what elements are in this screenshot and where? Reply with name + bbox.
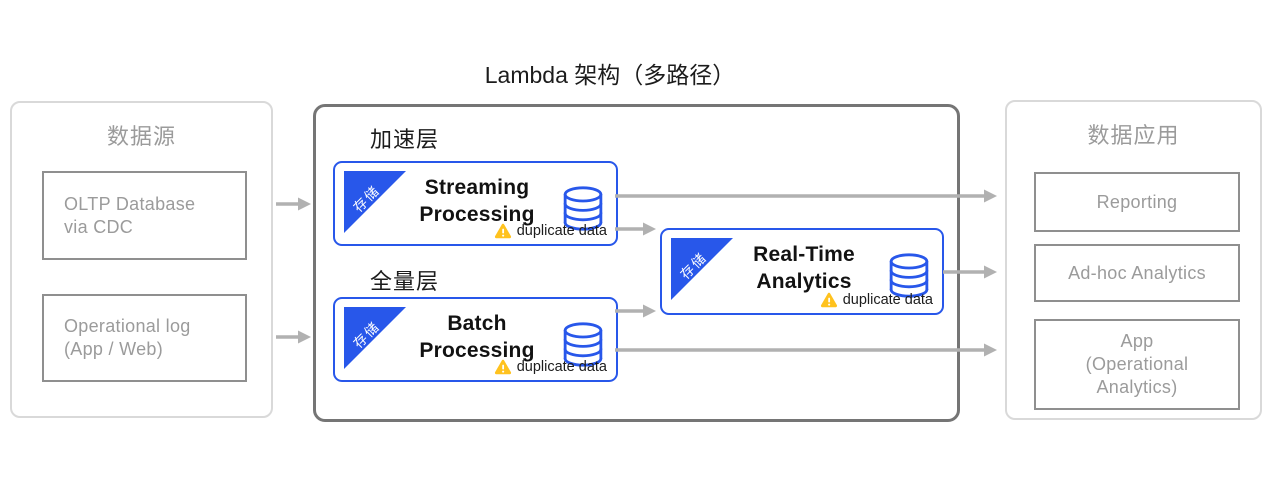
warning-icon xyxy=(820,292,837,308)
app-box-op-line3: Analytics) xyxy=(1096,377,1178,397)
source-box-oltp: OLTP Database via CDC xyxy=(42,171,247,260)
app-box-adhoc-label: Ad-hoc Analytics xyxy=(1068,262,1206,283)
app-box-reporting: Reporting xyxy=(1034,172,1240,232)
source-box-oltp-line1: OLTP Database xyxy=(64,193,196,214)
app-box-operational-analytics: App (Operational Analytics) xyxy=(1034,319,1240,410)
source-box-log-line2: (App / Web) xyxy=(64,339,164,359)
streaming-processing-node: 存储 Streaming Processing duplicate data xyxy=(333,161,618,246)
data-apps-panel: 数据应用 Reporting Ad-hoc Analytics App (Ope… xyxy=(1005,100,1262,420)
batch-processing-node: 存储 Batch Processing duplicate data xyxy=(333,297,618,382)
data-apps-panel-title: 数据应用 xyxy=(1087,123,1180,148)
batch-node-title: Batch Processing xyxy=(393,310,561,364)
data-sources-panel: 数据源 OLTP Database via CDC Operational lo… xyxy=(10,101,273,418)
streaming-node-title: Streaming Processing xyxy=(393,174,561,228)
batch-warning-note: duplicate data xyxy=(494,359,607,375)
streaming-warning-note: duplicate data xyxy=(494,223,607,239)
streaming-title-line1: Streaming xyxy=(424,176,530,199)
storage-ribbon: 存储 xyxy=(671,238,733,300)
diagram-title: Lambda 架构（多路径） xyxy=(484,62,736,88)
realtime-warning-text: duplicate data xyxy=(842,292,933,308)
storage-ribbon: 存储 xyxy=(344,307,406,369)
batch-layer-label: 全量层 xyxy=(370,269,440,294)
database-icon xyxy=(563,322,603,367)
data-sources-panel-title: 数据源 xyxy=(106,124,176,149)
arrow-log-to-core xyxy=(276,330,311,344)
realtime-title-line1: Real-Time xyxy=(753,243,855,266)
core-layers-panel: 加速层 存储 Streaming Processing xyxy=(313,104,960,422)
arrow-oltp-to-core xyxy=(276,197,311,211)
batch-warning-text: duplicate data xyxy=(516,359,607,375)
realtime-analytics-node: 存储 Real-Time Analytics duplicate data xyxy=(660,228,944,315)
streaming-title-line2: Processing xyxy=(419,203,535,226)
app-box-reporting-label: Reporting xyxy=(1096,191,1178,212)
app-box-op-line2: (Operational xyxy=(1085,354,1189,374)
database-icon xyxy=(889,253,929,298)
source-box-log-line1: Operational log xyxy=(64,316,191,336)
source-box-oltp-line2: via CDC xyxy=(64,216,134,237)
batch-title-line1: Batch xyxy=(447,312,507,335)
storage-ribbon: 存储 xyxy=(344,171,406,233)
database-icon xyxy=(563,186,603,231)
warning-icon xyxy=(494,223,511,239)
realtime-node-title: Real-Time Analytics xyxy=(720,241,888,295)
speed-layer-label: 加速层 xyxy=(370,127,440,152)
streaming-warning-text: duplicate data xyxy=(516,223,607,239)
batch-title-line2: Processing xyxy=(419,339,535,362)
app-box-op-line1: App xyxy=(1120,331,1154,351)
source-box-operational-log: Operational log (App / Web) xyxy=(42,294,247,382)
warning-icon xyxy=(494,359,511,375)
realtime-warning-note: duplicate data xyxy=(820,292,933,308)
app-box-adhoc-analytics: Ad-hoc Analytics xyxy=(1034,244,1240,302)
realtime-title-line2: Analytics xyxy=(756,270,852,293)
